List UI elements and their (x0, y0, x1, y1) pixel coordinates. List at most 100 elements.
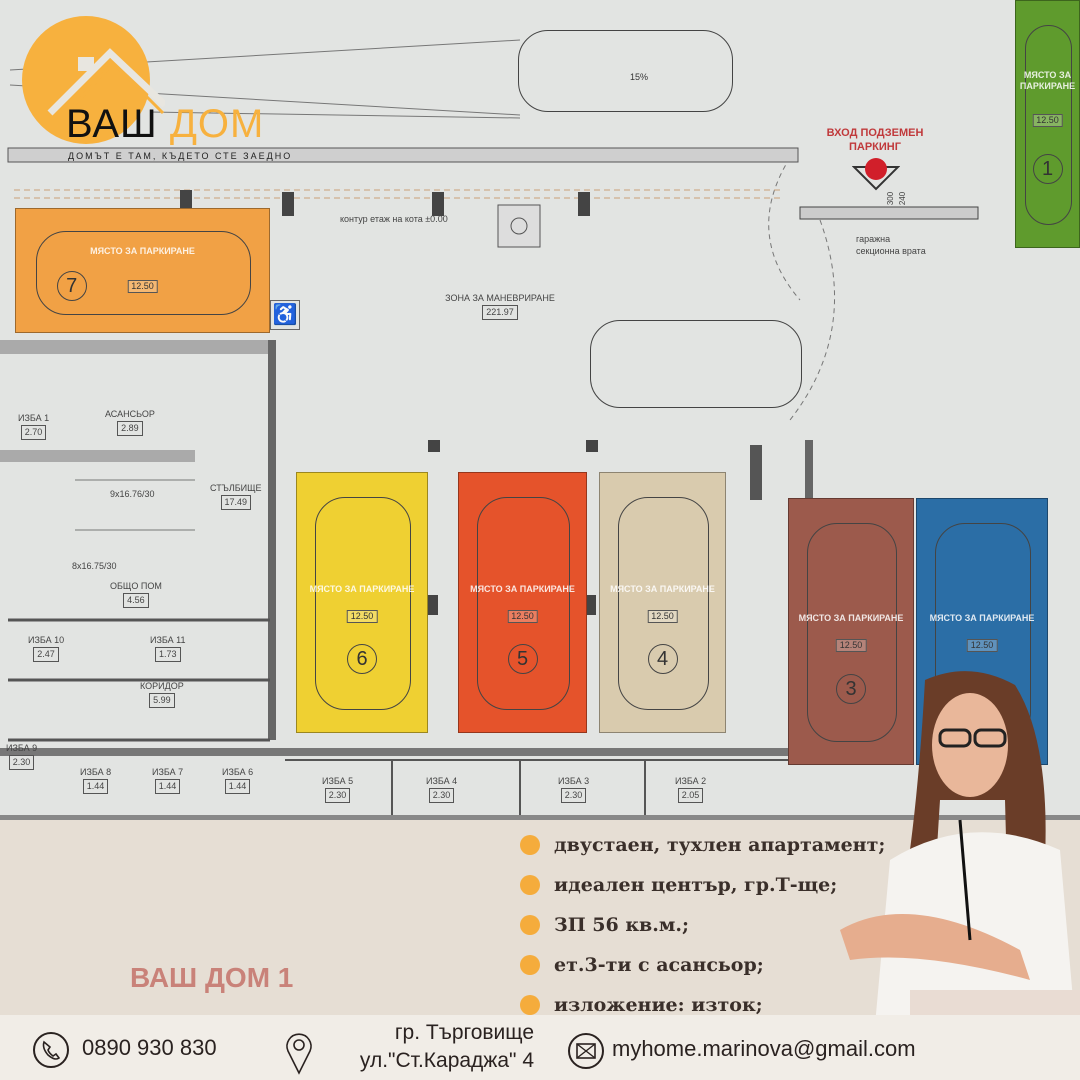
room-name: ИЗБА 4 (426, 776, 458, 786)
room-label: ИЗБА 11 1.73 (150, 634, 185, 662)
room-area: 2.70 (20, 425, 47, 440)
feature-bullet: изложение: изток; (520, 994, 763, 1016)
car-outline (518, 30, 733, 112)
feature-bullet: двустаен, тухлен апартамент; (520, 834, 885, 856)
contact-bar: 0890 930 830 гр. Търговище ул."Ст.Карадж… (0, 1015, 1080, 1080)
parking-spot-label: МЯСТО ЗА ПАРКИРАНЕ (1019, 69, 1076, 91)
car-outline (590, 320, 802, 408)
room-area: 1.44 (82, 779, 109, 794)
plan-linework (0, 39, 1080, 820)
room-label: ИЗБА 3 2.30 (558, 775, 589, 803)
feature-text: изложение: изток; (554, 994, 763, 1016)
room-name: ОБЩО ПОМ (110, 581, 162, 591)
parking-spot-area: 12.50 (966, 639, 998, 653)
entrance-line2: ПАРКИНГ (849, 141, 901, 153)
room-area: 2.30 (560, 788, 587, 803)
logo-word1: ВАШ (66, 102, 158, 146)
parking-spot-label: МЯСТО ЗА ПАРКИРАНЕ (90, 245, 195, 256)
parking-spot-number: 5 (507, 643, 538, 674)
parking-spot-number: 4 (647, 643, 678, 674)
room-area: 2.05 (677, 788, 704, 803)
car-outline (1025, 25, 1072, 225)
entrance-label: ВХОД ПОДЗЕМЕН ПАРКИНГ (800, 126, 950, 154)
room-name: ИЗБА 11 (150, 635, 186, 645)
room-label: ИЗБА 9 2.30 (6, 742, 37, 770)
parking-spot-label: МЯСТО ЗА ПАРКИРАНЕ (470, 584, 575, 595)
room-name: ИЗБА 5 (322, 776, 354, 786)
garage-door-line2: секционна врата (856, 246, 926, 256)
room-name: ИЗБА 2 (675, 776, 707, 786)
maneuver-zone-label: ЗОНА ЗА МАНЕВРИРАНЕ 221.97 (440, 292, 560, 320)
room-area: 17.49 (220, 495, 252, 510)
room-name: ИЗБА 9 (6, 743, 38, 753)
room-label: ИЗБА 10 2.47 (28, 634, 64, 662)
email-address[interactable]: myhome.marinova@gmail.com (612, 1036, 916, 1061)
room-label: ИЗБА 4 2.30 (426, 775, 457, 803)
room-label: ИЗБА 7 1.44 (152, 766, 183, 794)
room-name: ИЗБА 7 (152, 767, 184, 777)
mail-icon (568, 1033, 604, 1069)
address-line2: ул."Ст.Караджа" 4 (359, 1049, 534, 1072)
parking-spot: МЯСТО ЗА ПАРКИРАНЕ 12.50 5 (458, 472, 587, 733)
parking-spot: МЯСТО ЗА ПАРКИРАНЕ 12.50 7 (15, 208, 270, 333)
car-outline (36, 231, 251, 315)
listing-title: ВАШ ДОМ 1 (130, 962, 294, 993)
phone-number[interactable]: 0890 930 830 (82, 1035, 217, 1060)
parking-spot-label: МЯСТО ЗА ПАРКИРАНЕ (929, 612, 1035, 623)
maneuver-zone-area: 221.97 (482, 305, 518, 320)
room-area: 2.89 (117, 421, 143, 436)
room-label: ОБЩО ПОМ 4.56 (110, 580, 162, 608)
bullet-dot-icon (520, 995, 540, 1015)
parking-spot-number: 3 (836, 673, 866, 704)
room-area: 2.30 (8, 755, 35, 770)
feature-bullet: ет.3-ти с асансьор; (520, 954, 764, 976)
phone-icon (33, 1032, 69, 1068)
parking-spot-area: 12.50 (835, 639, 867, 653)
room-area: 1.73 (154, 647, 181, 662)
garage-door-note: гаражна секционна врата (856, 233, 926, 257)
room-label: АСАНСЬОР 2.89 (105, 408, 155, 436)
parking-spot-number: 1 (1032, 153, 1063, 184)
bullet-dot-icon (520, 835, 540, 855)
stairs-note: 9x16.76/30 (110, 489, 155, 499)
wheelchair-icon: ♿ (270, 300, 300, 330)
room-name: ИЗБА 8 (80, 767, 112, 777)
parking-spot-area: 12.50 (507, 610, 538, 624)
room-area: 2.30 (324, 788, 351, 803)
car-outline (315, 497, 411, 710)
logo-wordmark: ВАШ ДОМ (66, 104, 264, 144)
room-area: 2.30 (428, 788, 455, 803)
parking-spot-area: 12.50 (1032, 114, 1063, 128)
parking-spot-label: МЯСТО ЗА ПАРКИРАНЕ (798, 612, 904, 623)
address: гр. Търговище ул."Ст.Караджа" 4 (314, 1019, 534, 1075)
feature-bullet: идеален център, гр.Т-ще; (520, 874, 837, 896)
room-area: 2.47 (33, 647, 59, 662)
parking-spot-number: 7 (56, 270, 87, 301)
car-outline (477, 497, 570, 710)
logo-tagline: ДОМЪТ Е ТАМ, КЪДЕТО СТЕ ЗАЕДНО (68, 151, 293, 161)
location-pin-icon (286, 1033, 312, 1075)
parking-spot-area: 12.50 (127, 280, 158, 294)
room-name: ИЗБА 3 (558, 776, 590, 786)
parking-spot: МЯСТО ЗА ПАРКИРАНЕ 12.50 6 (296, 472, 428, 733)
feature-text: ет.3-ти с асансьор; (554, 954, 764, 976)
parking-spot-number: 6 (347, 643, 377, 674)
room-label: ИЗБА 5 2.30 (322, 775, 353, 803)
room-area: 4.56 (123, 593, 149, 608)
room-name: АСАНСЬОР (105, 409, 155, 419)
parking-spot-area: 12.50 (346, 610, 378, 624)
room-name: ИЗБА 10 (28, 635, 65, 645)
entrance-marker-icon (852, 158, 900, 191)
room-area: 1.44 (154, 779, 181, 794)
address-line1: гр. Търговище (394, 1021, 534, 1044)
feature-text: идеален център, гр.Т-ще; (554, 874, 838, 896)
room-label: ИЗБА 8 1.44 (80, 766, 111, 794)
door-dim: 300 (886, 191, 896, 206)
parking-spot-label: МЯСТО ЗА ПАРКИРАНЕ (309, 584, 415, 595)
room-area: 1.44 (224, 779, 251, 794)
